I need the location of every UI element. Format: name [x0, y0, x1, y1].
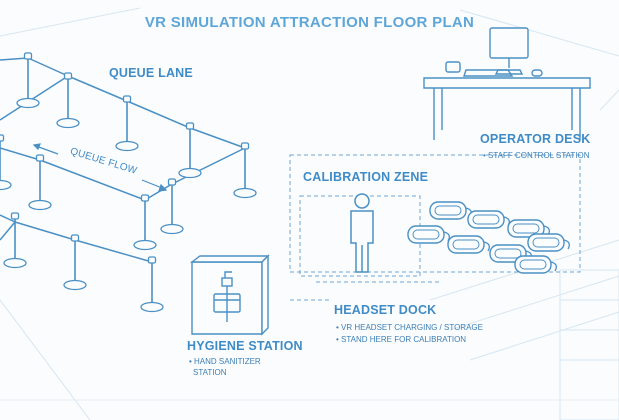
- headset-dock-note-2: • STAND HERE FOR CALIBRATION: [336, 335, 467, 344]
- queue-lane-label: QUEUE LANE: [109, 66, 193, 80]
- hygiene-station-note-1: • HAND SANITIZER: [189, 357, 261, 366]
- headset-drawings: [407, 201, 571, 274]
- background-architecture: [0, 7, 619, 420]
- page-title: VR SIMULATION ATTRACTION FLOOR PLAN: [144, 14, 475, 31]
- operator-desk-drawing: [423, 27, 591, 140]
- hygiene-station-label: HYGIENE STATION: [187, 339, 303, 353]
- person-figure: [350, 193, 374, 273]
- queue-belts: [0, 57, 246, 263]
- hygiene-station-note-2: STATION: [193, 368, 227, 377]
- headset-dock-note-1: • VR HEADSET CHARGING / STORAGE: [336, 323, 483, 332]
- queue-flow-arrow: [32, 143, 168, 192]
- hygiene-station-drawing: [189, 254, 270, 336]
- operator-desk-note: • STAFF CONTROL STATION: [483, 151, 590, 160]
- headset-dock-label: HEADSET DOCK: [334, 303, 437, 317]
- calibration-zone-label: CALIBRATION ZENE: [303, 170, 429, 184]
- calibration-zone-outline: [289, 154, 581, 301]
- operator-desk-label: OPERATOR DESK: [480, 132, 591, 146]
